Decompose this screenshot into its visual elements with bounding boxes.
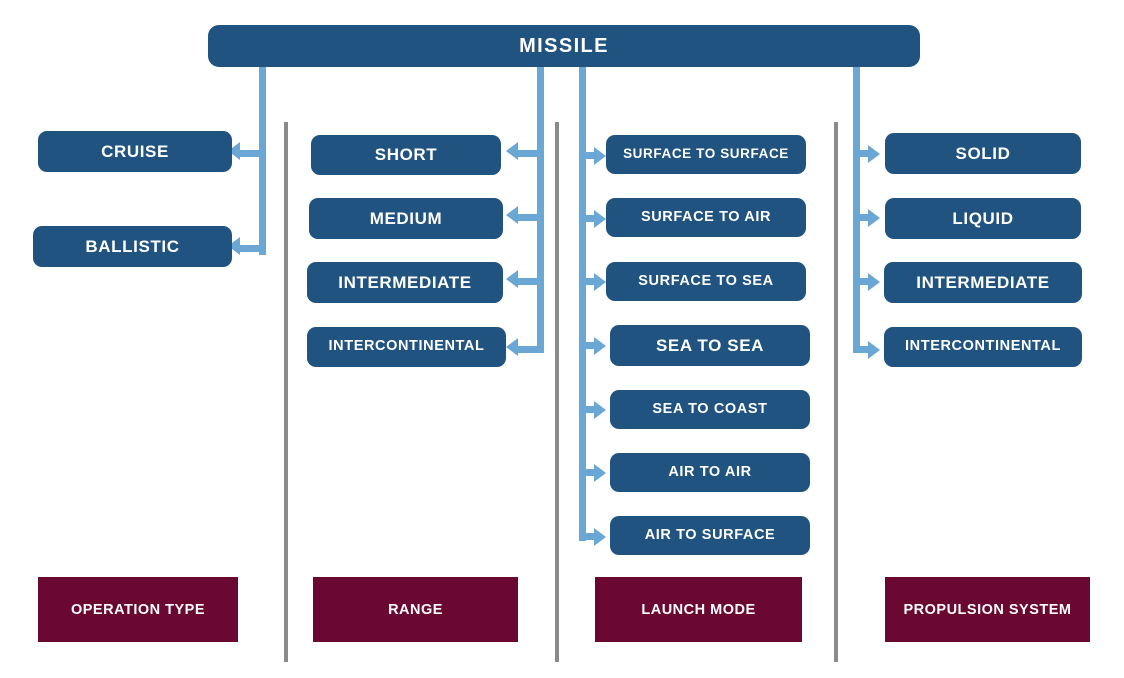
- connector-trunk-range: [537, 63, 544, 353]
- category-propulsion-system-label: PROPULSION SYSTEM: [903, 601, 1072, 618]
- arrow-surface-to-surface: [594, 147, 606, 165]
- arrow-surface-to-air: [594, 210, 606, 228]
- node-cruise[interactable]: CRUISE: [38, 131, 232, 172]
- node-air-to-surface-label: AIR TO SURFACE: [644, 526, 776, 543]
- arrow-short: [506, 142, 518, 160]
- node-air-to-air[interactable]: AIR TO AIR: [610, 453, 810, 492]
- node-air-to-air-label: AIR TO AIR: [668, 463, 752, 480]
- arrow-surface-to-sea: [594, 273, 606, 291]
- column-divider-1: [284, 122, 288, 662]
- category-launch-mode-label: LAUNCH MODE: [641, 601, 756, 618]
- connector-branch-sea-to-coast: [579, 406, 597, 413]
- node-sea-to-sea[interactable]: SEA TO SEA: [610, 325, 810, 366]
- connector-branch-medium: [518, 214, 544, 221]
- connector-branch-liquid: [853, 214, 871, 221]
- node-cruise-label: CRUISE: [101, 141, 169, 161]
- node-range-intercontinental-label: INTERCONTINENTAL: [328, 338, 485, 355]
- arrow-solid: [868, 145, 880, 163]
- node-surface-to-sea[interactable]: SURFACE TO SEA: [606, 262, 806, 301]
- node-short[interactable]: SHORT: [311, 135, 501, 175]
- category-operation-type-label: OPERATION TYPE: [70, 601, 206, 618]
- root-node-missile[interactable]: MISSILE: [208, 25, 920, 67]
- arrow-range-intermediate: [506, 270, 518, 288]
- node-surface-to-air[interactable]: SURFACE TO AIR: [606, 198, 806, 237]
- node-propulsion-intermediate[interactable]: INTERMEDIATE: [884, 262, 1082, 303]
- connector-branch-surface-to-sea: [579, 278, 597, 285]
- root-node-label: MISSILE: [519, 34, 609, 57]
- connector-branch-propulsion-intermediate: [853, 278, 871, 285]
- category-range[interactable]: RANGE: [313, 577, 518, 642]
- connector-branch-air-to-air: [579, 469, 597, 476]
- node-air-to-surface[interactable]: AIR TO SURFACE: [610, 516, 810, 555]
- connector-branch-surface-to-air: [579, 215, 597, 222]
- node-surface-to-surface[interactable]: SURFACE TO SURFACE: [606, 135, 806, 174]
- arrow-sea-to-coast: [594, 401, 606, 419]
- arrow-air-to-surface: [594, 528, 606, 546]
- category-launch-mode[interactable]: LAUNCH MODE: [595, 577, 802, 642]
- node-sea-to-coast-label: SEA TO COAST: [652, 400, 768, 417]
- node-propulsion-intercontinental-label: INTERCONTINENTAL: [905, 338, 1061, 355]
- connector-trunk-propulsion-system: [853, 63, 860, 353]
- node-range-intermediate-label: INTERMEDIATE: [338, 272, 472, 292]
- arrow-liquid: [868, 209, 880, 227]
- connector-branch-sea-to-sea: [579, 342, 597, 349]
- node-range-intercontinental[interactable]: INTERCONTINENTAL: [307, 327, 506, 367]
- connector-branch-ballistic: [240, 245, 266, 252]
- arrow-medium: [506, 206, 518, 224]
- node-medium-label: MEDIUM: [369, 208, 443, 228]
- connector-branch-short: [518, 150, 544, 157]
- node-sea-to-coast[interactable]: SEA TO COAST: [610, 390, 810, 429]
- connector-branch-range-intercontinental: [518, 346, 544, 353]
- connector-branch-range-intermediate: [518, 278, 544, 285]
- arrow-propulsion-intercontinental: [868, 341, 880, 359]
- arrow-propulsion-intermediate: [868, 273, 880, 291]
- node-surface-to-sea-label: SURFACE TO SEA: [638, 272, 774, 289]
- category-range-label: RANGE: [388, 601, 443, 618]
- connector-branch-air-to-surface: [579, 533, 597, 540]
- node-surface-to-surface-label: SURFACE TO SURFACE: [623, 146, 789, 162]
- category-operation-type[interactable]: OPERATION TYPE: [38, 577, 238, 642]
- node-surface-to-air-label: SURFACE TO AIR: [640, 208, 772, 225]
- node-medium[interactable]: MEDIUM: [309, 198, 503, 239]
- node-liquid[interactable]: LIQUID: [885, 198, 1081, 239]
- connector-trunk-operation-type: [259, 63, 266, 255]
- connector-branch-surface-to-surface: [579, 152, 597, 159]
- node-sea-to-sea-label: SEA TO SEA: [655, 335, 765, 355]
- node-solid-label: SOLID: [955, 143, 1011, 163]
- node-solid[interactable]: SOLID: [885, 133, 1081, 174]
- node-propulsion-intercontinental[interactable]: INTERCONTINENTAL: [884, 327, 1082, 367]
- node-liquid-label: LIQUID: [952, 208, 1014, 228]
- arrow-air-to-air: [594, 464, 606, 482]
- connector-branch-solid: [853, 150, 871, 157]
- column-divider-3: [834, 122, 838, 662]
- node-ballistic[interactable]: BALLISTIC: [33, 226, 232, 267]
- arrow-sea-to-sea: [594, 337, 606, 355]
- connector-branch-propulsion-intercontinental: [853, 346, 871, 353]
- node-range-intermediate[interactable]: INTERMEDIATE: [307, 262, 503, 303]
- node-propulsion-intermediate-label: INTERMEDIATE: [916, 272, 1050, 292]
- connector-branch-cruise: [240, 150, 266, 157]
- arrow-range-intercontinental: [506, 338, 518, 356]
- category-propulsion-system[interactable]: PROPULSION SYSTEM: [885, 577, 1090, 642]
- column-divider-2: [555, 122, 559, 662]
- node-short-label: SHORT: [374, 145, 438, 165]
- node-ballistic-label: BALLISTIC: [85, 236, 180, 256]
- connector-trunk-launch-mode: [579, 63, 586, 541]
